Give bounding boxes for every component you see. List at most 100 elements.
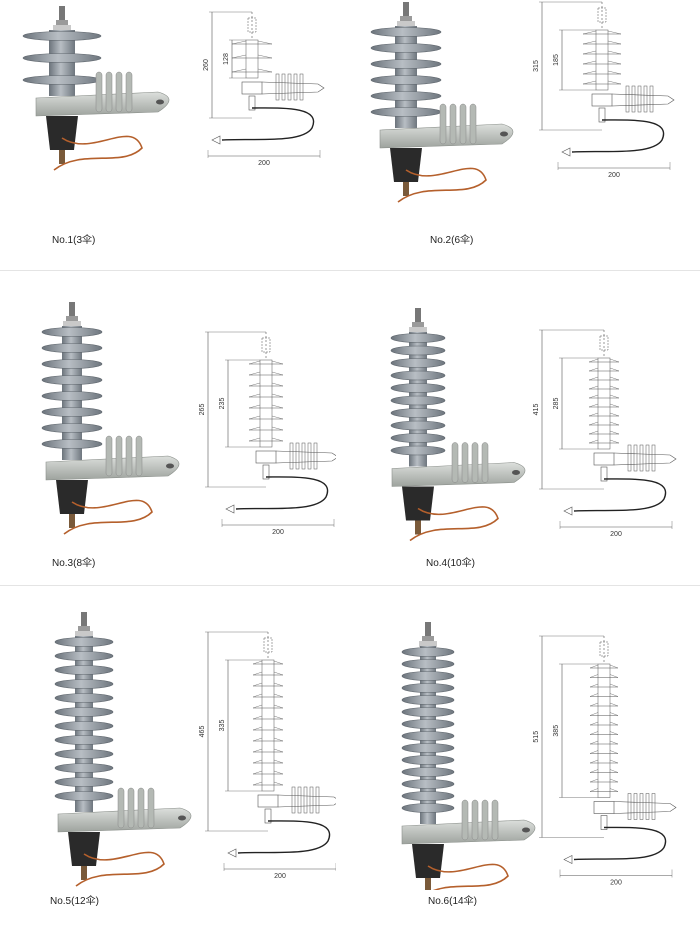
bracket-fin <box>439 103 447 145</box>
fin-outline <box>287 73 292 101</box>
ring-lug <box>563 855 573 864</box>
housing-shed <box>41 439 103 449</box>
section-divider-2 <box>0 585 700 586</box>
bracket-hole <box>178 815 186 821</box>
housing-shed <box>370 59 442 69</box>
shed-outline <box>609 421 620 426</box>
housing-shed <box>401 791 455 801</box>
product-caption: No.6(14伞) <box>428 896 477 907</box>
housing-core <box>49 30 75 96</box>
overall-height-label: 415 <box>533 404 540 416</box>
arrester-photo <box>390 308 526 542</box>
ground-terminal <box>415 520 421 535</box>
housing-outline <box>597 357 611 450</box>
fin-outline <box>645 444 650 472</box>
shed-outline <box>588 367 599 372</box>
shed-outline <box>589 712 599 716</box>
ground-terminal <box>425 878 431 890</box>
terminal-stud <box>69 302 75 320</box>
base-outline <box>257 794 279 808</box>
lead-wire-outline <box>573 478 667 512</box>
housing-shed <box>370 43 442 53</box>
shed-outline <box>589 721 599 726</box>
lead-length-label: 200 <box>608 172 620 179</box>
housing-shed <box>390 433 446 443</box>
housing-shed <box>41 343 103 353</box>
fin-outline <box>299 73 304 101</box>
shed-outline <box>248 404 261 409</box>
shed-outline <box>609 674 619 678</box>
shed-outline <box>257 40 273 45</box>
shed-outline <box>589 740 599 745</box>
shed-outline <box>273 726 284 731</box>
shed-outline <box>609 712 619 716</box>
fin-outline <box>281 73 286 101</box>
shed-outline <box>609 430 620 435</box>
fin-outline <box>293 73 298 101</box>
fin-outline <box>301 442 306 470</box>
lead-wire <box>397 167 487 203</box>
shed-outline <box>271 382 284 387</box>
housing-shed <box>401 731 455 741</box>
shed-outline <box>607 70 622 75</box>
disconnector-base <box>402 486 434 521</box>
housing-shed <box>54 735 114 745</box>
fin-outline <box>315 786 320 814</box>
mounting-bracket <box>391 462 526 487</box>
shed-outline <box>589 731 599 735</box>
shed-outline <box>582 60 597 65</box>
terminal-stud <box>81 612 87 630</box>
overall-height-label: 265 <box>199 404 206 416</box>
shed-outline <box>252 704 263 709</box>
top-cap <box>397 21 415 27</box>
lead-wire <box>63 499 153 535</box>
bracket-outline <box>277 794 336 808</box>
housing-shed <box>390 445 446 456</box>
fin-outline <box>643 85 648 113</box>
housing-shed <box>41 375 103 385</box>
disconnector-base <box>412 844 444 878</box>
shed-outline <box>609 439 620 444</box>
lead-wire <box>75 851 165 887</box>
housing-shed <box>401 671 455 681</box>
housing-outline <box>259 359 273 448</box>
bracket-fin <box>115 435 123 477</box>
housing-shed <box>54 693 114 703</box>
shed-outline <box>582 80 597 85</box>
product-caption: No.1(3伞) <box>52 235 96 246</box>
ring-lug <box>563 506 573 516</box>
shed-outline <box>273 781 284 786</box>
bracket-fin <box>481 799 489 841</box>
shed-outline <box>588 421 599 426</box>
mounting-bracket <box>35 91 170 117</box>
shed-outline <box>589 683 599 688</box>
bracket-hole <box>166 463 174 469</box>
lead-wire-outline <box>573 826 667 861</box>
housing-shed <box>370 91 442 101</box>
top-cap <box>409 327 427 333</box>
product-caption: No.2(6伞) <box>430 235 474 246</box>
fin-outline <box>297 786 302 814</box>
shed-outline <box>609 376 620 381</box>
shed-outline <box>248 393 261 398</box>
shed-outline <box>589 674 599 678</box>
shed-outline <box>609 385 620 390</box>
shed-outline <box>231 68 247 73</box>
shed-outline <box>609 778 619 783</box>
shed-outline <box>248 371 261 376</box>
lead-length-label: 200 <box>258 160 270 167</box>
shed-outline <box>271 404 284 409</box>
shed-outline <box>252 660 263 665</box>
housing-outline <box>261 659 275 792</box>
shed-outline <box>609 769 619 773</box>
ring-lug <box>225 504 235 514</box>
terminal-stud <box>415 308 421 326</box>
bracket-fin <box>115 71 123 113</box>
lead-length-label: 200 <box>610 531 622 538</box>
fin-outline <box>651 793 656 820</box>
shed-outline <box>609 412 620 417</box>
shed-outline <box>257 68 273 73</box>
housing-outline <box>245 39 259 79</box>
